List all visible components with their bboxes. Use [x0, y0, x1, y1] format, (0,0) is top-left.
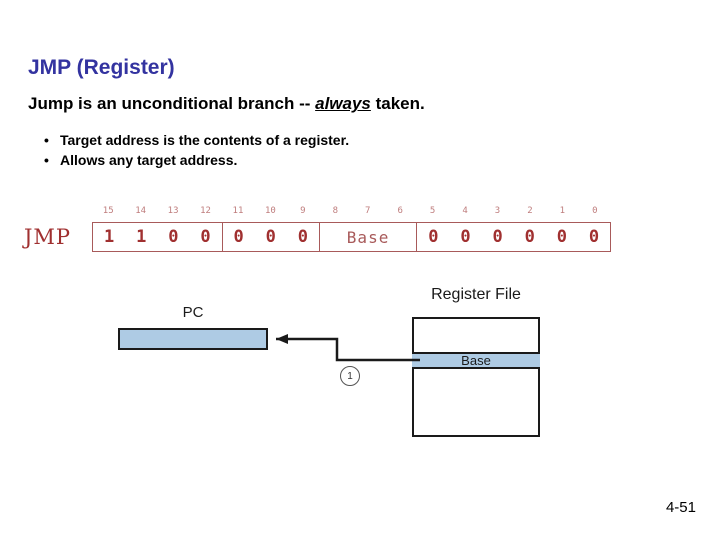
instruction-bit-field-row: 1 1 0 0 0 0 0 Base 0 0 0 0 0 0: [92, 222, 611, 252]
bullet-list: • Target address is the contents of a re…: [44, 130, 349, 170]
bit-index: 12: [200, 206, 211, 216]
lead-text-before: Jump is an unconditional branch --: [28, 94, 316, 113]
bit-index: 5: [429, 206, 436, 216]
field-base-register: Base: [320, 223, 418, 251]
datapath-diagram: PC Register File Base 1: [0, 270, 720, 460]
bullet-marker-icon: •: [44, 132, 49, 148]
page-number: 4-51: [665, 499, 696, 516]
list-item: • Target address is the contents of a re…: [44, 130, 349, 150]
bit-value: 1: [103, 226, 115, 247]
step-number-badge: 1: [340, 366, 360, 386]
bit-value: 0: [233, 226, 244, 247]
bit-value: 0: [556, 226, 567, 247]
bit-value: 0: [297, 226, 308, 247]
bit-index: 6: [397, 206, 403, 216]
bit-index: 10: [264, 206, 276, 216]
bit-index: 8: [332, 206, 338, 216]
bit-index-ruler: 15 14 13 12 11 10 9 8 7 6 5 4 3 2 1 0: [92, 203, 611, 219]
bit-index: 15: [102, 206, 114, 216]
pc-label: PC: [182, 304, 204, 321]
bit-value: 0: [168, 226, 179, 247]
list-item-label: Allows any target address.: [60, 152, 238, 168]
pc-register-box: [118, 328, 268, 350]
bit-index: 2: [527, 206, 533, 216]
bit-index: 14: [135, 206, 147, 216]
bit-index: 1: [559, 206, 566, 216]
register-file-label: Register File: [431, 286, 521, 303]
page-title: JMP (Register): [28, 56, 175, 79]
bit-index: 9: [300, 206, 306, 216]
bit-index: 11: [232, 206, 244, 216]
bullet-marker-icon: •: [44, 152, 49, 168]
bit-value: 0: [588, 226, 600, 247]
bit-value: 0: [265, 226, 276, 247]
bit-value: 1: [136, 226, 147, 247]
bit-index: 4: [462, 206, 468, 216]
register-row-label: Base: [461, 353, 491, 368]
dataflow-arrow: [276, 334, 420, 362]
field-zeros-upper: 0 0 0: [223, 223, 320, 251]
instruction-encoding: JMP 15 14 13 12 11 10 9 8 7 6 5 4 3 2 1 …: [0, 0, 720, 260]
bit-value: 0: [200, 226, 211, 247]
bit-index: 3: [494, 206, 501, 216]
list-item: • Allows any target address.: [44, 150, 349, 170]
register-file-row-base: Base: [412, 352, 540, 369]
lead-emphasis: always: [315, 94, 371, 113]
instruction-mnemonic: JMP: [24, 225, 72, 249]
bit-index: 0: [592, 206, 598, 216]
bit-value: 0: [460, 226, 471, 247]
bit-value: 0: [492, 226, 503, 247]
bit-value: 0: [428, 226, 439, 247]
field-opcode: 1 1 0 0: [93, 223, 223, 251]
bit-index: 13: [167, 206, 179, 216]
bit-index: 7: [365, 206, 371, 216]
bit-value: 0: [524, 226, 535, 247]
field-base-label: Base: [346, 227, 390, 247]
list-item-label: Target address is the contents of a regi…: [60, 132, 350, 148]
field-zeros-lower: 0 0 0 0 0 0: [417, 223, 610, 251]
lead-text-after: taken.: [370, 94, 425, 113]
register-file-box: [412, 317, 540, 437]
lead-paragraph: Jump is an unconditional branch -- alway…: [28, 94, 425, 114]
